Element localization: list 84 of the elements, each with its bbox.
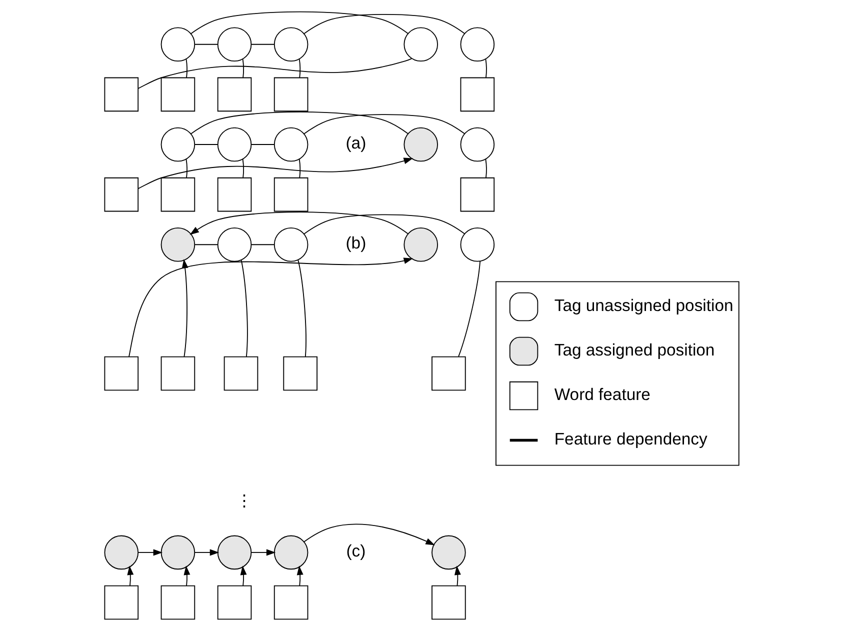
- connector: [190, 11, 408, 34]
- node-box: [160, 585, 196, 620]
- arrow: [182, 258, 188, 358]
- node-circle: [217, 535, 252, 570]
- node-circle: [460, 127, 495, 162]
- node-circle: [274, 535, 308, 570]
- node-circle: [274, 27, 308, 62]
- connector: [298, 259, 306, 357]
- connector: [298, 58, 301, 78]
- node-circle: [160, 27, 196, 62]
- connector: [304, 14, 465, 34]
- connector: [240, 260, 248, 358]
- legend-label: Tag unassigned position: [554, 296, 734, 315]
- node-circle: [217, 127, 252, 162]
- arrow: [240, 566, 247, 586]
- node-circle: [432, 535, 466, 570]
- arrow: [128, 258, 414, 357]
- connector: [485, 158, 487, 178]
- node-circle: [404, 227, 438, 262]
- node-circle: [404, 127, 438, 162]
- label: ⋮: [236, 491, 254, 510]
- node-box: [217, 585, 252, 620]
- connector: [186, 158, 188, 178]
- connector: [250, 44, 275, 45]
- node-box: [160, 356, 196, 391]
- connector: [242, 58, 244, 78]
- node-box: [104, 585, 139, 620]
- arrow: [127, 566, 134, 586]
- connector: [304, 114, 465, 134]
- node-box: [460, 77, 495, 112]
- legend-label: Word feature: [554, 384, 650, 404]
- node-box: [274, 177, 308, 212]
- legend-label: Feature dependency: [554, 429, 708, 448]
- node-box: [460, 177, 495, 212]
- node-circle: [217, 227, 252, 262]
- arrow: [190, 212, 408, 235]
- arrow: [250, 549, 276, 556]
- label: (a): [346, 134, 366, 153]
- node-box: [274, 77, 308, 112]
- connector: [194, 44, 218, 45]
- node-circle: [460, 27, 495, 62]
- node-circle: [217, 27, 252, 62]
- node-box: [432, 585, 466, 620]
- connector: [298, 158, 301, 178]
- node-box: [104, 177, 139, 212]
- arrow: [138, 158, 414, 190]
- connector: [138, 58, 412, 89]
- node-box: [160, 177, 196, 212]
- node-box: [224, 356, 258, 391]
- node-circle: [160, 227, 196, 262]
- connector: [194, 144, 218, 145]
- arrow: [194, 549, 220, 556]
- connector: [194, 244, 218, 246]
- node-box: [283, 356, 318, 391]
- connector: [458, 260, 481, 357]
- connector: [186, 58, 188, 78]
- arrow: [454, 566, 461, 586]
- connector: [242, 158, 244, 178]
- node-box: [104, 77, 139, 112]
- connector: [304, 214, 465, 234]
- node-box: [160, 77, 196, 112]
- node-box: [217, 77, 252, 112]
- node-circle: [274, 227, 308, 262]
- node-circle: [104, 535, 139, 570]
- arrow: [138, 549, 163, 556]
- node-box: [432, 356, 466, 391]
- node-circle: [404, 27, 438, 62]
- label: (b): [346, 234, 366, 253]
- legend-label: Tag assigned position: [554, 340, 715, 360]
- node-circle: [274, 127, 308, 162]
- connector: [485, 58, 487, 78]
- arrow: [184, 566, 190, 586]
- node-circle: [460, 227, 495, 262]
- connector: [250, 144, 275, 145]
- arrow: [304, 524, 435, 546]
- connector: [250, 244, 275, 246]
- arrow: [296, 566, 304, 586]
- connector: [190, 111, 408, 134]
- node-box: [217, 177, 252, 212]
- node-circle: [160, 535, 196, 570]
- node-box: [274, 585, 308, 620]
- label: (c): [346, 542, 366, 561]
- node-circle: [160, 127, 196, 162]
- node-box: [104, 356, 139, 391]
